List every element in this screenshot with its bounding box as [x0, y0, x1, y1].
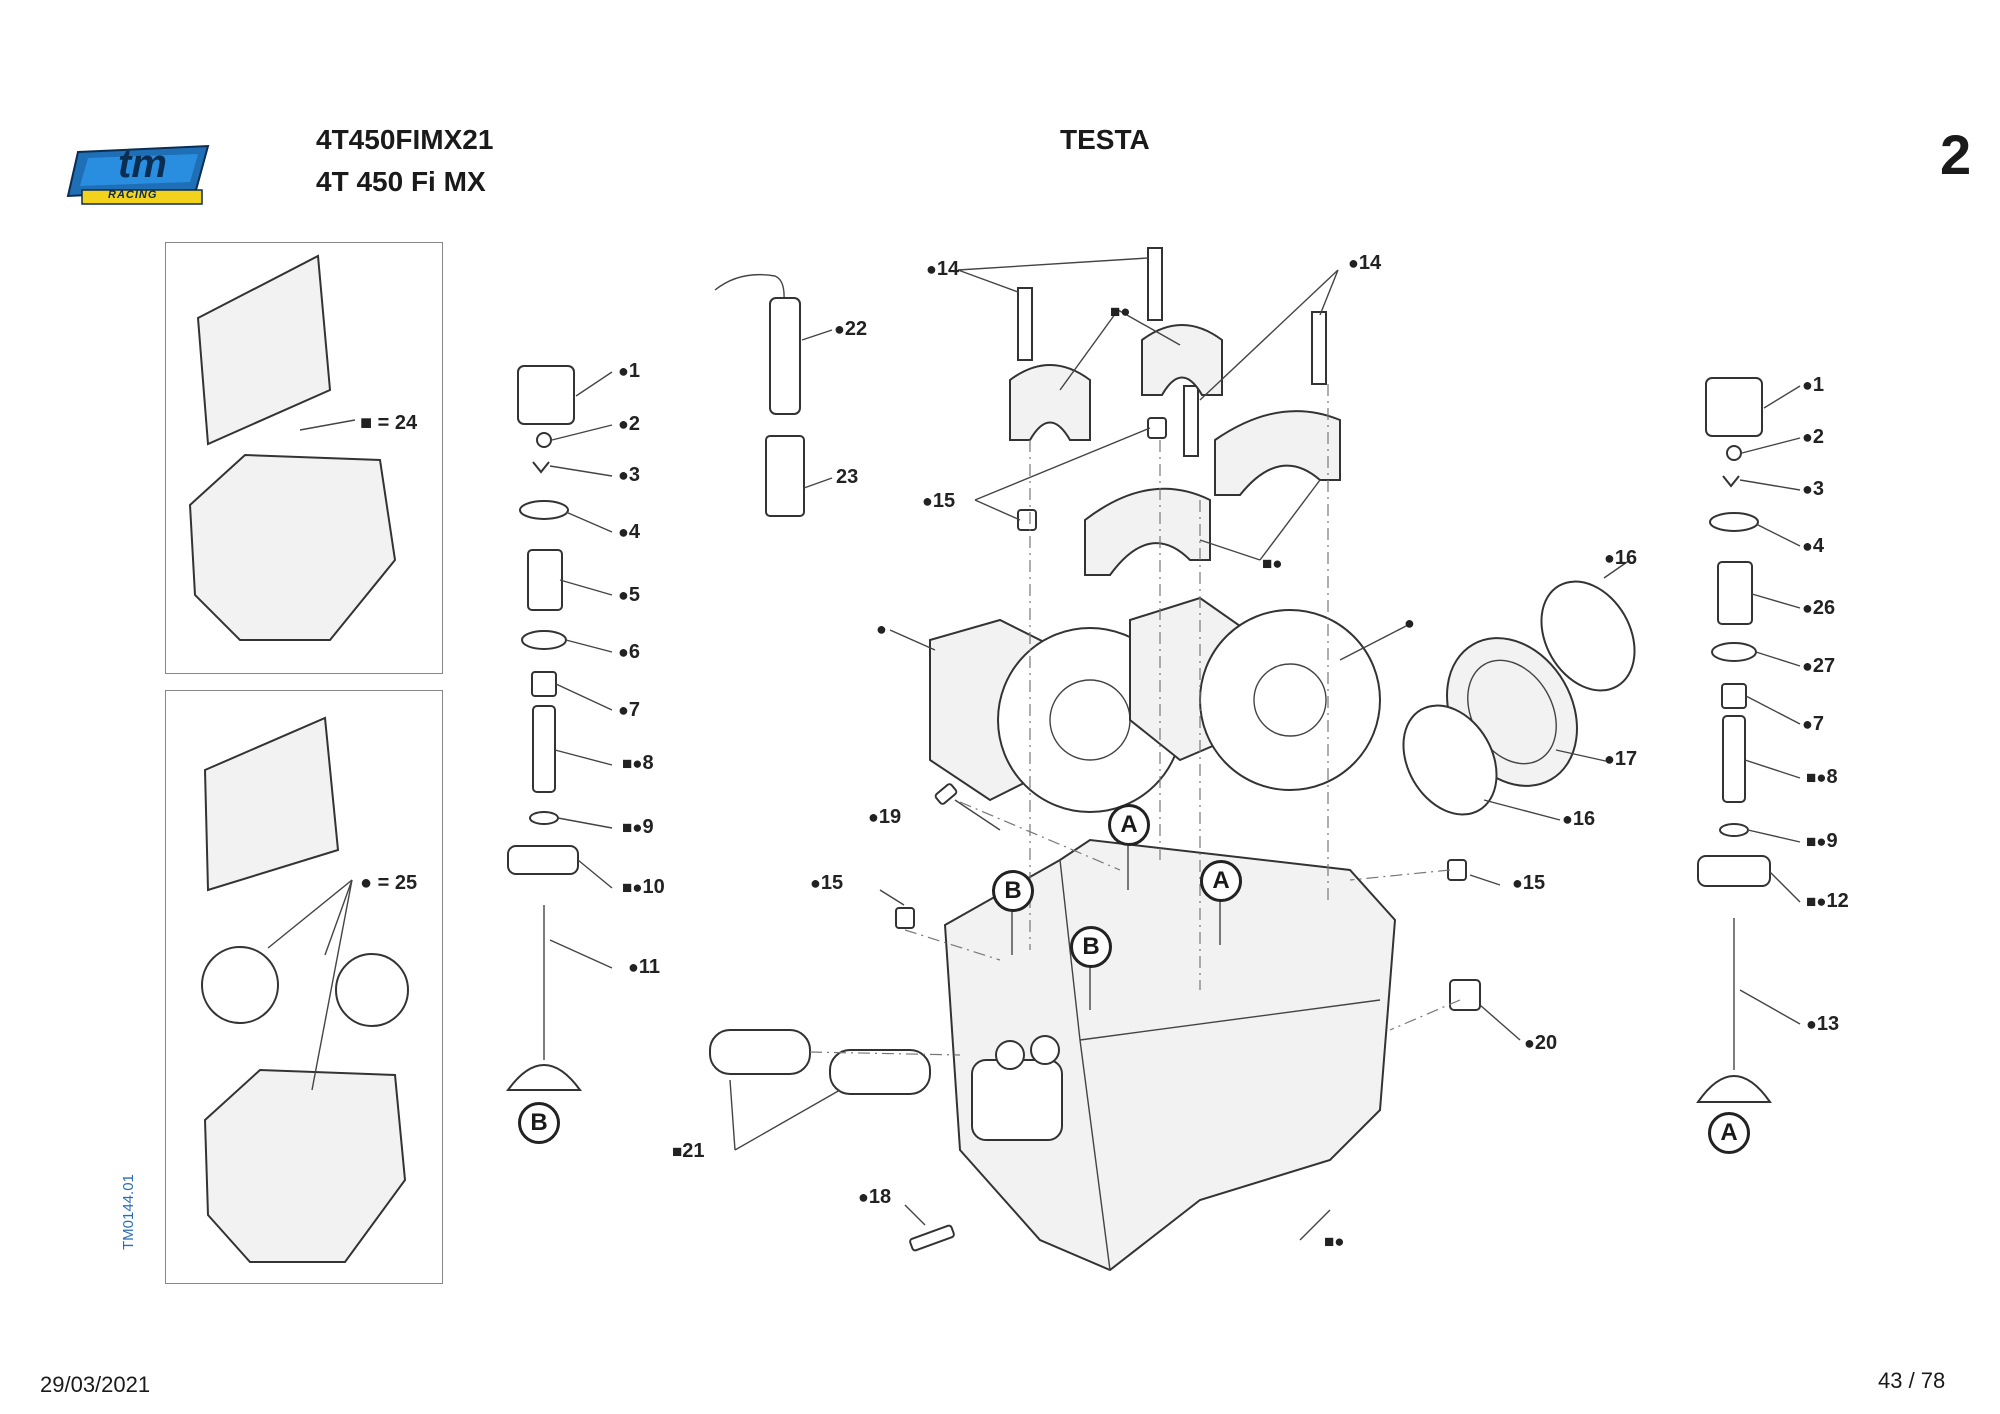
footer-date: 29/03/2021 [40, 1372, 151, 1397]
callout-head [1324, 1230, 1345, 1253]
callout-camshaft-left [876, 618, 887, 641]
page-group-number: 2 [1940, 123, 1972, 186]
cam-cap-icon [1009, 364, 1091, 441]
mini-cam-gear2-icon [335, 953, 409, 1027]
callout-16-bottom: 16 [1562, 808, 1595, 831]
r-callout-2: 2 [1802, 426, 1824, 449]
callout-caps-top [1110, 300, 1131, 323]
model-code: 4T450FIMX21 [316, 124, 494, 155]
l-callout-3: 3 [618, 464, 640, 487]
logo-graphic [66, 144, 210, 205]
callout-14-left: 14 [926, 258, 959, 281]
r-callout-3: 3 [1802, 478, 1824, 501]
mini-head2-icon [203, 1068, 407, 1263]
callout-16-top: 16 [1604, 547, 1637, 570]
spark-plug-icon [765, 435, 805, 517]
callout-20: 20 [1524, 1032, 1557, 1055]
page-title: TESTA [1060, 124, 1150, 155]
gasket-bag2-icon [203, 716, 340, 892]
r-callout-12: 12 [1806, 890, 1849, 913]
marker-a-2: A [1200, 860, 1242, 902]
marker-a-right: A [1708, 1112, 1750, 1154]
cam-gear-right-icon [1199, 609, 1381, 791]
clamp-lower-icon [1402, 704, 1498, 816]
callout-18: 18 [858, 1186, 891, 1209]
kit-box-camshaft [165, 690, 443, 1284]
callout-19: 19 [868, 806, 901, 829]
r-callout-26: 26 [1802, 597, 1835, 620]
model-name: 4T 450 Fi MX [316, 166, 486, 197]
r-callout-8: 8 [1806, 766, 1838, 789]
kit1-label: ■ = 24 [360, 412, 418, 434]
kit-box-gaskets [165, 242, 443, 674]
logo-sub: RACING [108, 189, 158, 201]
callout-17: 17 [1604, 748, 1637, 771]
l-callout-7: 7 [618, 699, 640, 722]
callout-21: 21 [672, 1140, 704, 1163]
mini-head-icon [188, 453, 397, 641]
gasket-bag-icon [196, 254, 332, 446]
marker-b-2: B [1070, 926, 1112, 968]
l-bucket-icon [517, 365, 575, 425]
logo-word: tm [118, 142, 167, 186]
l-callout-9: 9 [622, 816, 654, 839]
footer-page: 43 / 78 [1878, 1368, 1946, 1393]
callout-15-top: 15 [922, 490, 955, 513]
callout-15-left: 15 [810, 872, 843, 895]
r-callout-7: 7 [1802, 713, 1824, 736]
l-callout-10: 10 [622, 876, 665, 899]
l-callout-2: 2 [618, 413, 640, 436]
mini-cam-gear-icon [201, 946, 279, 1024]
l-callout-11: 11 [628, 956, 660, 979]
callout-caps-bottom [1262, 552, 1283, 575]
r-bucket-icon [1705, 377, 1763, 437]
plug-cap-icon [769, 297, 801, 415]
marker-b-1: B [992, 870, 1034, 912]
l-callout-8: 8 [622, 752, 654, 775]
l-callout-5: 5 [618, 584, 640, 607]
marker-a-1: A [1108, 804, 1150, 846]
l-callout-6: 6 [618, 641, 640, 664]
l-callout-1: 1 [618, 360, 640, 383]
r-callout-9: 9 [1806, 830, 1838, 853]
tm-racing-logo: tm RACING [48, 138, 218, 208]
callout-23: 23 [836, 466, 859, 488]
clamp-upper-icon [1540, 580, 1636, 692]
callout-15-right: 15 [1512, 872, 1545, 895]
r-callout-4: 4 [1802, 535, 1824, 558]
cylinder-head-icon [943, 838, 1397, 1272]
l-callout-4: 4 [618, 521, 640, 544]
r-callout-27: 27 [1802, 655, 1835, 678]
guide-21a-icon [709, 1029, 811, 1075]
plug-20-icon [1449, 979, 1481, 1011]
guide-21b-icon [829, 1049, 931, 1095]
callout-14-right: 14 [1348, 252, 1381, 275]
callout-22: 22 [834, 318, 867, 341]
r-callout-13: 13 [1806, 1013, 1839, 1036]
kit2-label: ● = 25 [360, 872, 418, 894]
r-callout-1: 1 [1802, 374, 1824, 397]
callout-camshaft-right [1404, 612, 1415, 635]
marker-b-left: B [518, 1102, 560, 1144]
